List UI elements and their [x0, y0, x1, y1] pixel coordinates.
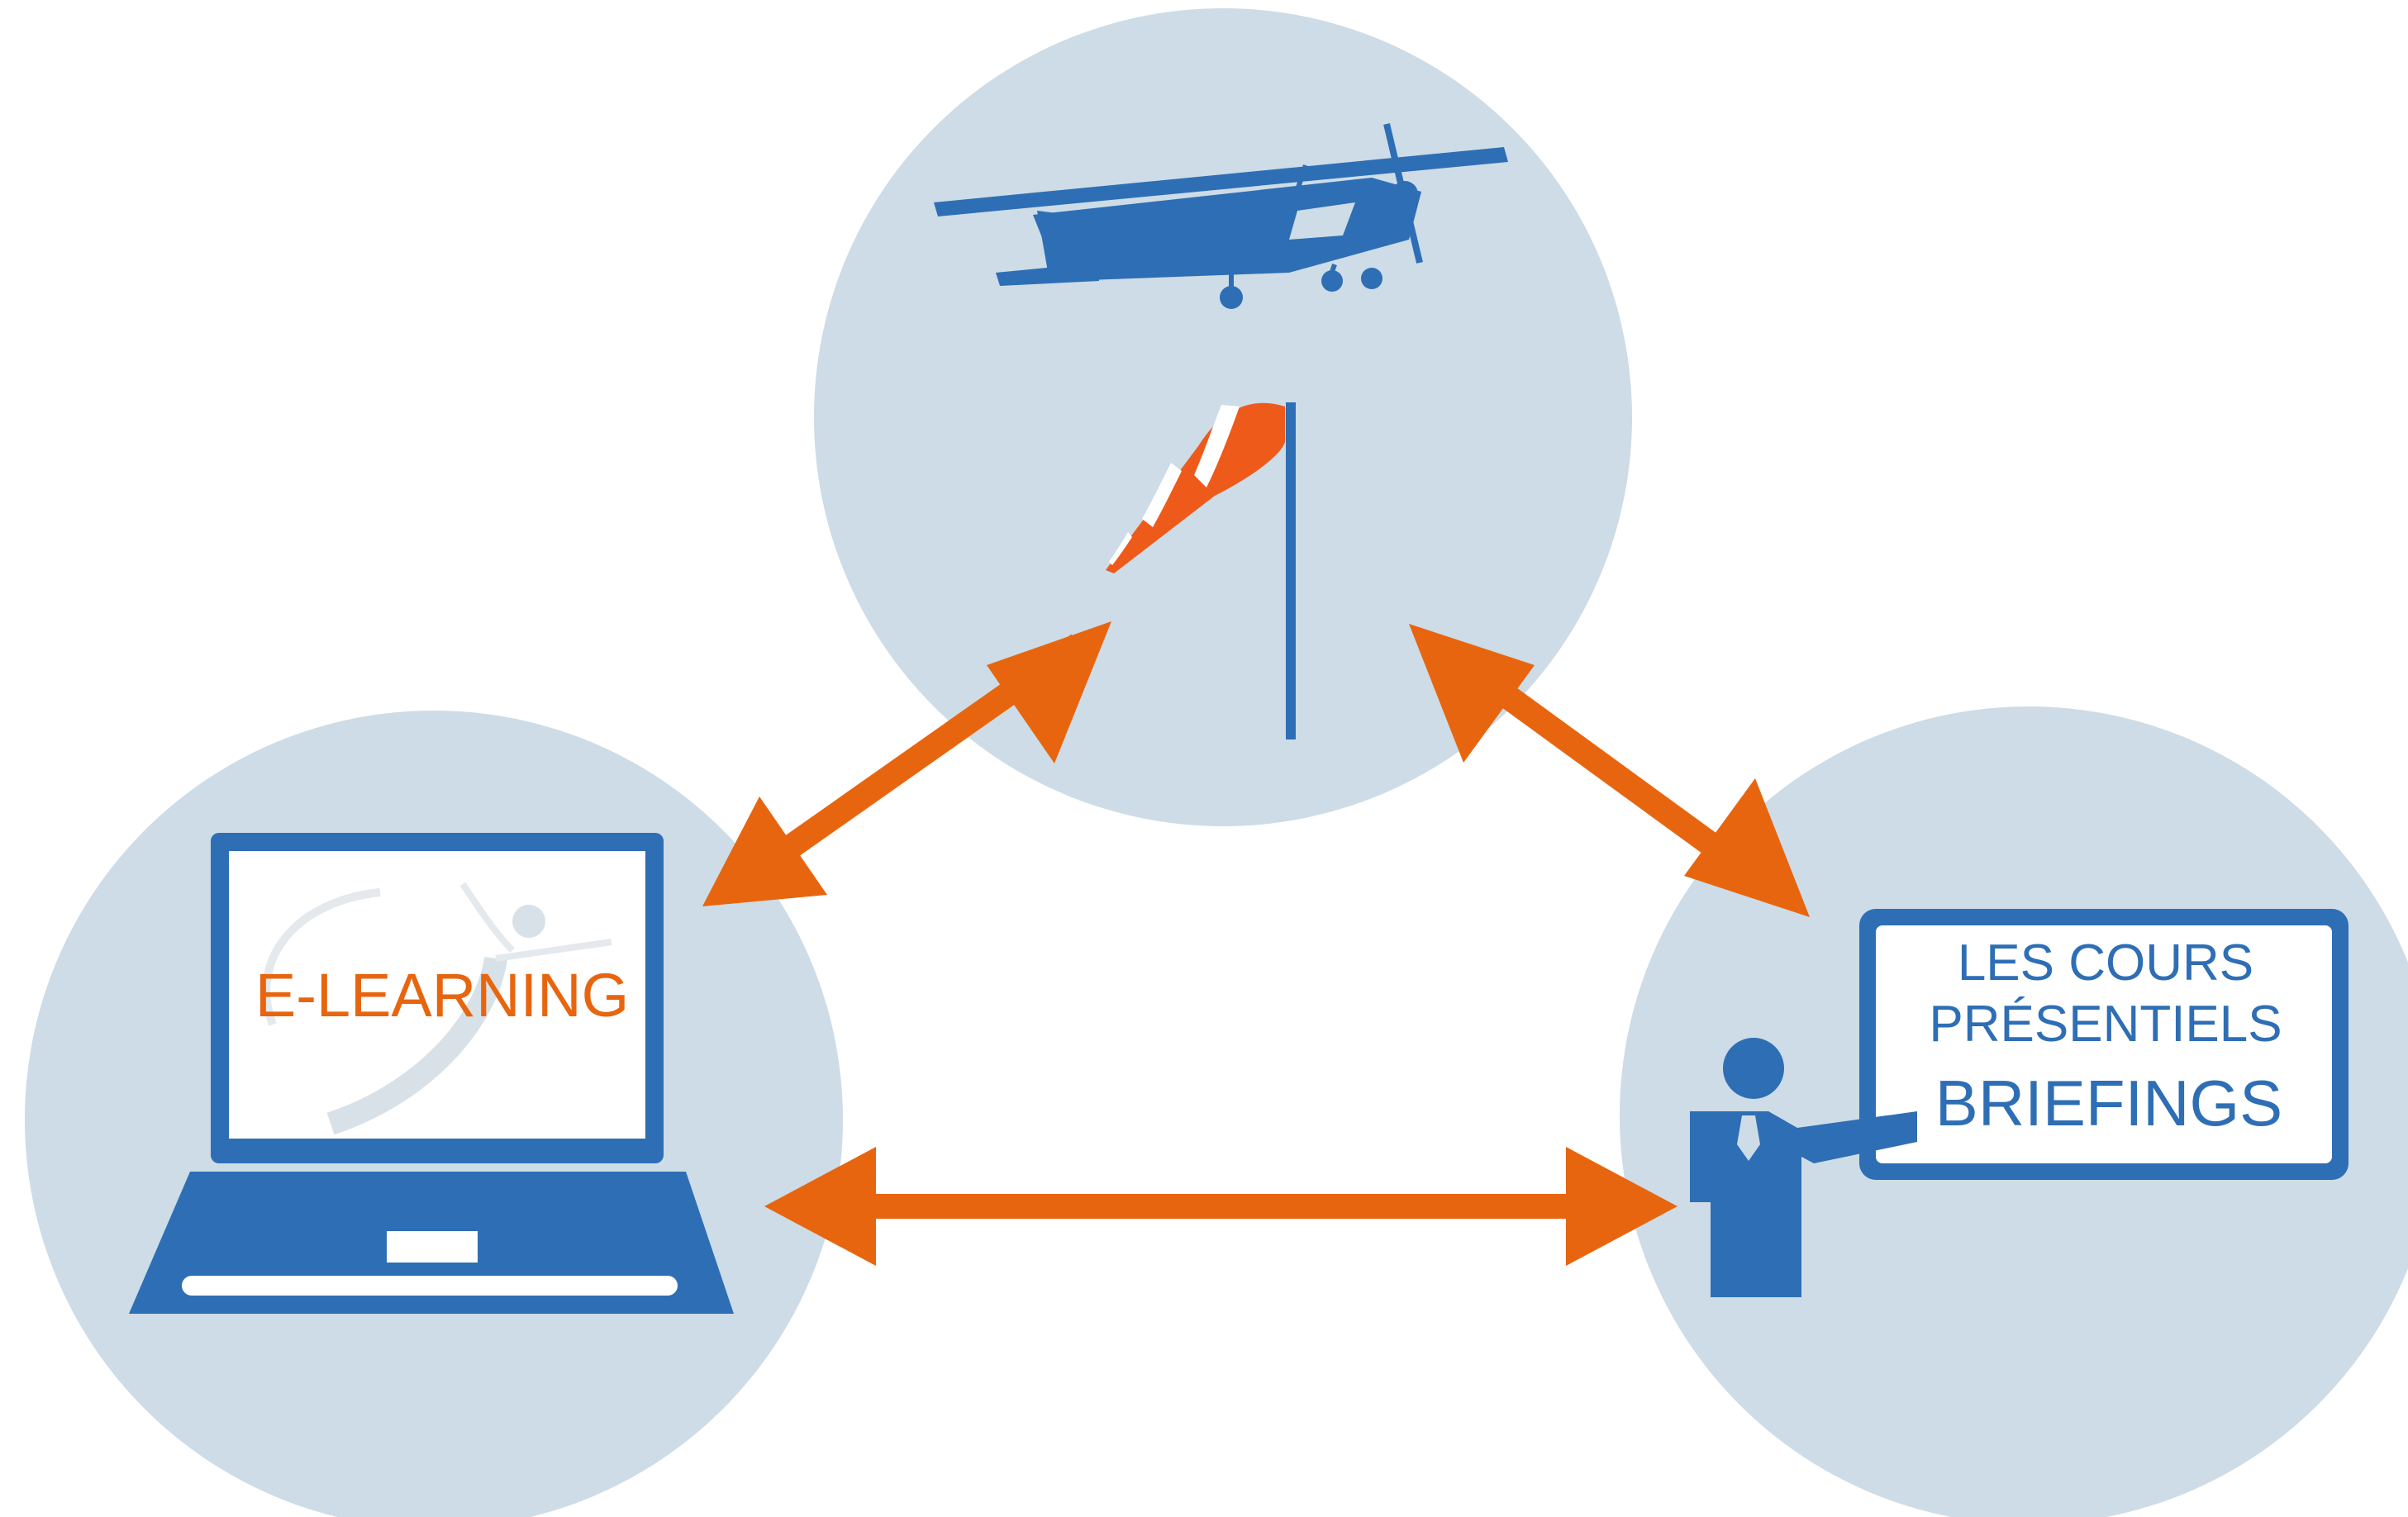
- instructor-icon: [1690, 1038, 1917, 1297]
- laptop-icon: [129, 833, 734, 1314]
- arrow-left-right: [764, 1147, 1678, 1266]
- board-line-2: PRÉSENTIELS: [1929, 996, 2282, 1053]
- whiteboard-icon: [1859, 909, 2349, 1180]
- windsock-icon: [1106, 402, 1296, 739]
- board-line-3: BRIEFINGS: [1935, 1067, 2282, 1139]
- arrow-left-top: [702, 621, 1111, 906]
- arrow-top-right: [1409, 624, 1810, 917]
- elearning-label: E-LEARNING: [255, 961, 629, 1030]
- airplane-icon: [934, 123, 1508, 309]
- board-line-1: LES COURS: [1958, 934, 2253, 992]
